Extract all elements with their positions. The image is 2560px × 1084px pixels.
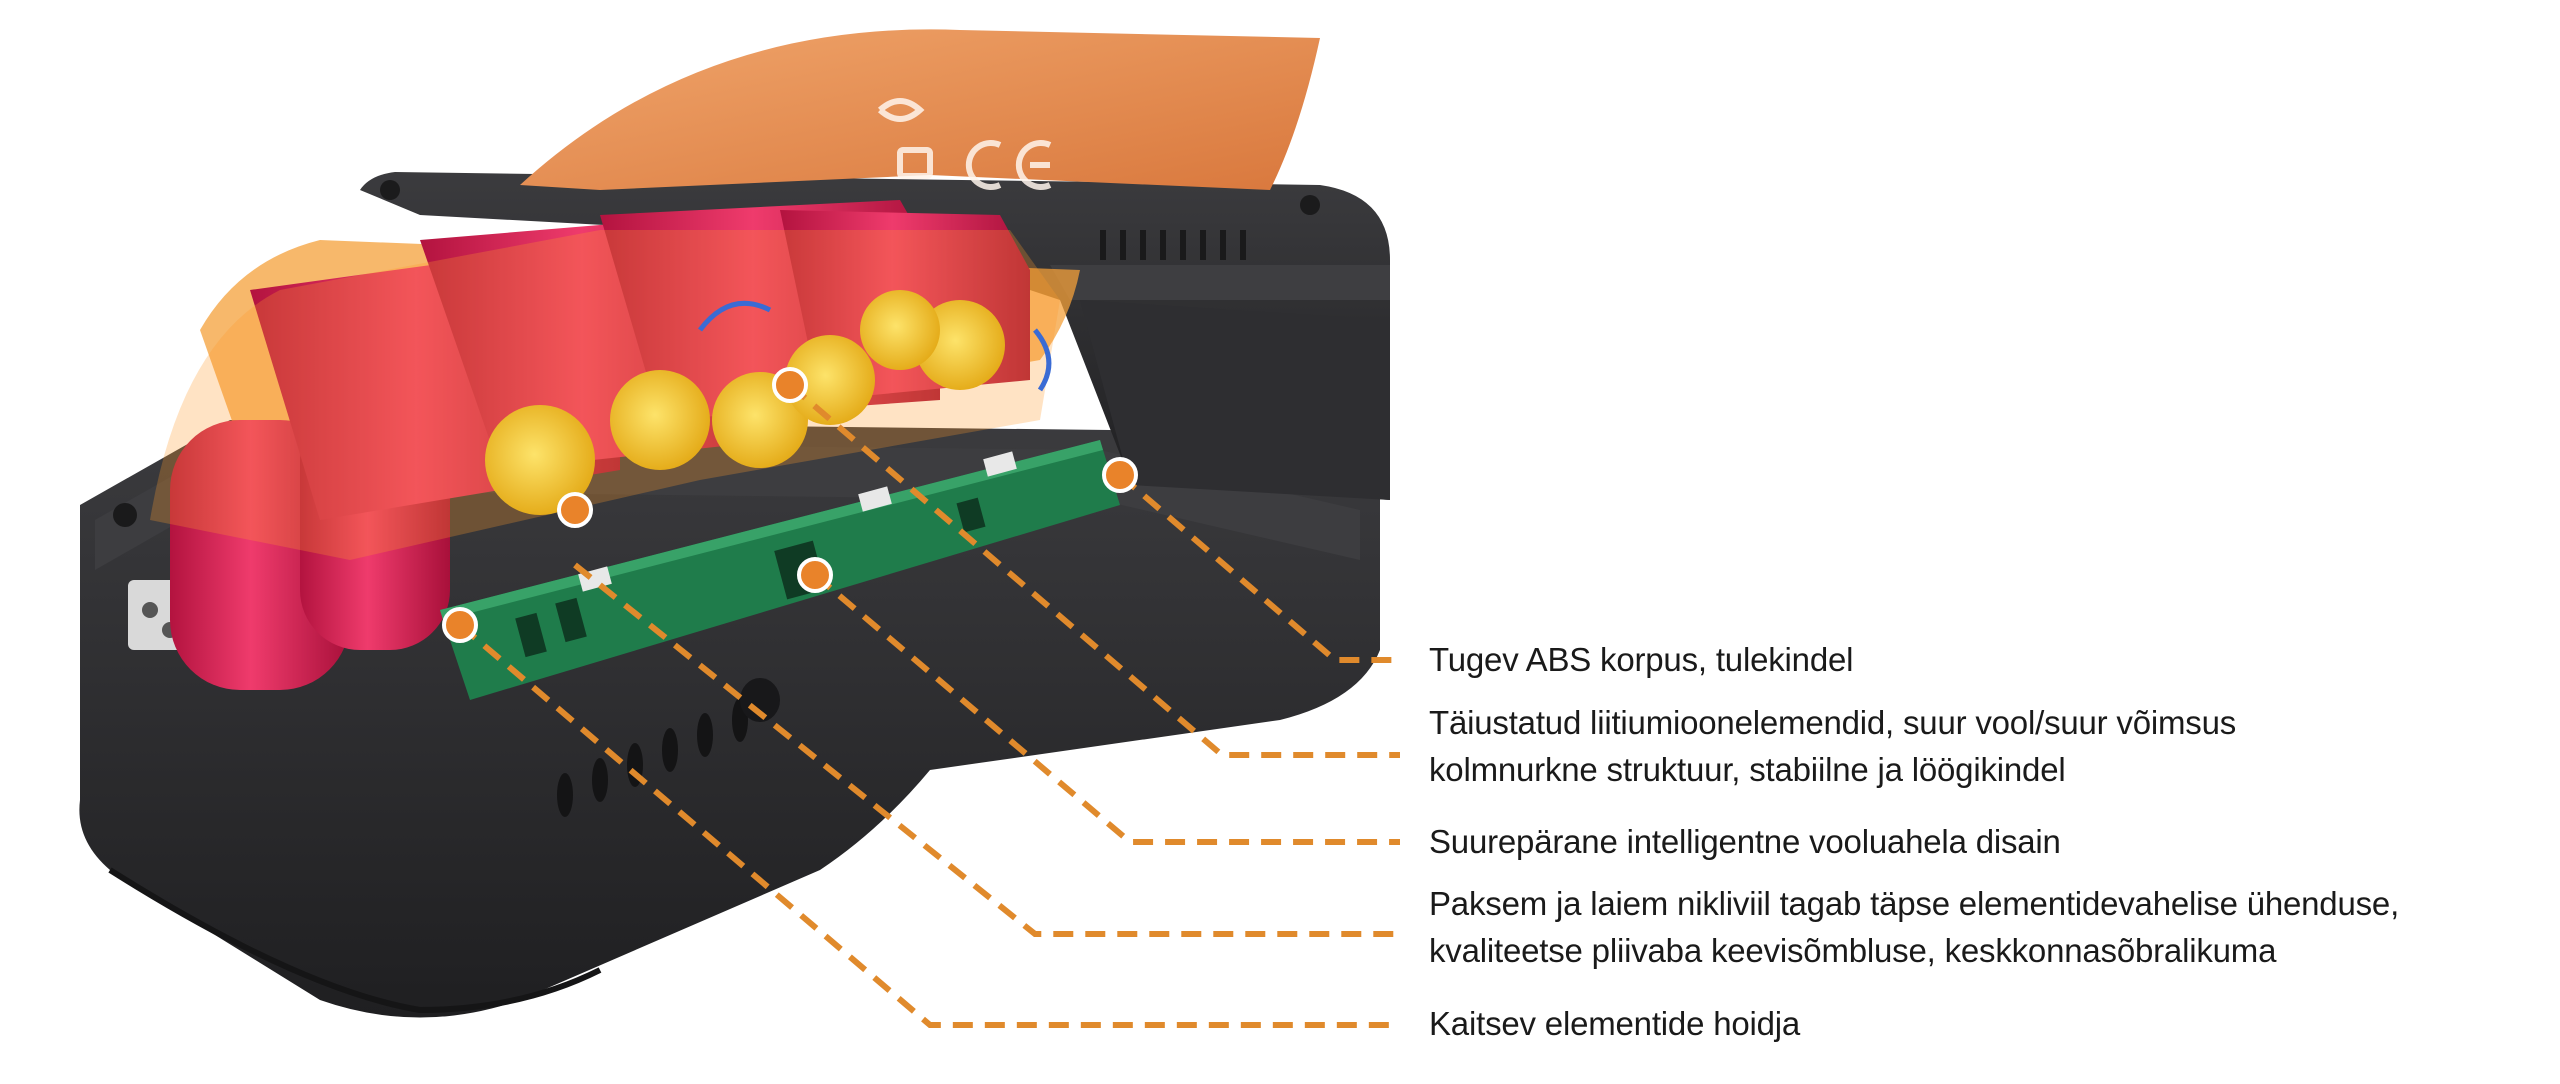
leader-5 [458, 622, 1400, 1028]
callout-dots [442, 367, 1138, 643]
battery-cells [150, 200, 1080, 690]
callout-text: Tugev ABS korpus, tulekindel [1429, 641, 1854, 678]
callout-text: Kaitsev elementide hoidja [1429, 1005, 1801, 1042]
callout-label-lithium-cells: Täiustatud liitiumioonelemendid, suur vo… [1429, 699, 2236, 793]
callout-text: Täiustatud liitiumioonelemendid, suur vo… [1429, 704, 2237, 741]
callout-dot-4 [557, 492, 593, 528]
callout-dot-5 [442, 607, 478, 643]
callout-text: kolmnurkne struktuur, stabiilne ja löögi… [1429, 751, 2066, 788]
housing-cover [360, 29, 1390, 500]
leader-1 [1118, 472, 1400, 663]
callout-leaders [458, 382, 1400, 1028]
leader-4 [573, 562, 1400, 937]
circuit-board [440, 440, 1120, 700]
callout-dot-3 [797, 557, 833, 593]
leader-2 [788, 382, 1400, 758]
callout-dot-1 [1102, 457, 1138, 493]
callout-label-nickel-strip: Paksem ja laiem nikliviil tagab täpse el… [1429, 880, 2399, 974]
callout-label-circuit-design: Suurepärane intelligentne vooluahela dis… [1429, 818, 2061, 865]
callout-label-abs-housing: Tugev ABS korpus, tulekindel [1429, 636, 1853, 683]
leader-3 [813, 572, 1400, 845]
callout-label-cell-holder: Kaitsev elementide hoidja [1429, 1000, 1800, 1047]
callout-dot-2 [772, 367, 808, 403]
callout-text: Suurepärane intelligentne vooluahela dis… [1429, 823, 2061, 860]
callout-text: kvaliteetse pliivaba keevisõmbluse, kesk… [1429, 932, 2277, 969]
callout-text: Paksem ja laiem nikliviil tagab täpse el… [1429, 885, 2400, 922]
